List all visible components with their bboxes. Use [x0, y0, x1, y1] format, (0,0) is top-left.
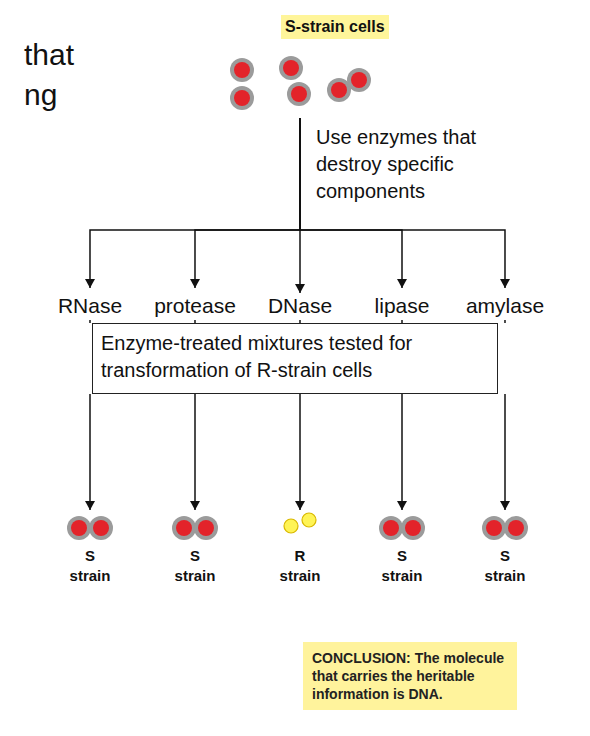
- cell-group-node: S-strain cells: [225, 12, 375, 118]
- box-text: Enzyme-treated mixtures tested for trans…: [101, 330, 489, 384]
- outcome-node: S strain: [465, 512, 545, 586]
- r-strain-cells: [260, 512, 340, 546]
- enzyme-label: RNase: [58, 294, 122, 318]
- s-strain-cells: [362, 512, 442, 546]
- strain-label: S strain: [68, 546, 112, 586]
- conclusion-text: CONCLUSION: The molecule that carries th…: [312, 649, 508, 703]
- enzyme-name: protease: [154, 294, 236, 317]
- process-box: Enzyme-treated mixtures tested for trans…: [92, 323, 498, 394]
- s-strain-cells: [465, 512, 545, 546]
- flow-connector: [190, 394, 200, 510]
- enzyme-label: DNase: [268, 294, 332, 318]
- flow-connector: [85, 118, 300, 288]
- conclusion-box: CONCLUSION: The molecule that carries th…: [303, 642, 517, 710]
- step-note: Use enzymes that destroy specific compon…: [316, 124, 536, 205]
- cut-off-slide-text: that: [24, 38, 74, 72]
- flow-connector: [295, 394, 305, 510]
- flow-connector: [85, 394, 95, 510]
- strain-label: S strain: [483, 546, 527, 586]
- flow-connector: [190, 118, 300, 288]
- outcome-node: S strain: [155, 512, 235, 586]
- strain-label: S strain: [173, 546, 217, 586]
- s-strain-cells: [155, 512, 235, 546]
- highlight-title: S-strain cells: [281, 15, 389, 39]
- enzyme-name: RNase: [58, 294, 122, 317]
- enzyme-name: amylase: [466, 294, 544, 317]
- outcome-node: R strain: [260, 512, 340, 586]
- outcome-node: S strain: [50, 512, 130, 586]
- enzyme-name: lipase: [375, 294, 430, 317]
- strain-label: R strain: [278, 546, 322, 586]
- flow-connector: [500, 394, 510, 510]
- outcome-node: S strain: [362, 512, 442, 586]
- flow-connector: [397, 394, 407, 510]
- enzyme-label: lipase: [375, 294, 430, 318]
- strain-label: S strain: [380, 546, 424, 586]
- s-strain-cells: [50, 512, 130, 546]
- enzyme-label: amylase: [466, 294, 544, 318]
- flow-connector: [504, 320, 505, 323]
- flow-connector: [89, 320, 90, 323]
- enzyme-name: DNase: [268, 294, 332, 317]
- cut-off-slide-text: ng: [24, 78, 57, 112]
- enzyme-label: protease: [154, 294, 236, 318]
